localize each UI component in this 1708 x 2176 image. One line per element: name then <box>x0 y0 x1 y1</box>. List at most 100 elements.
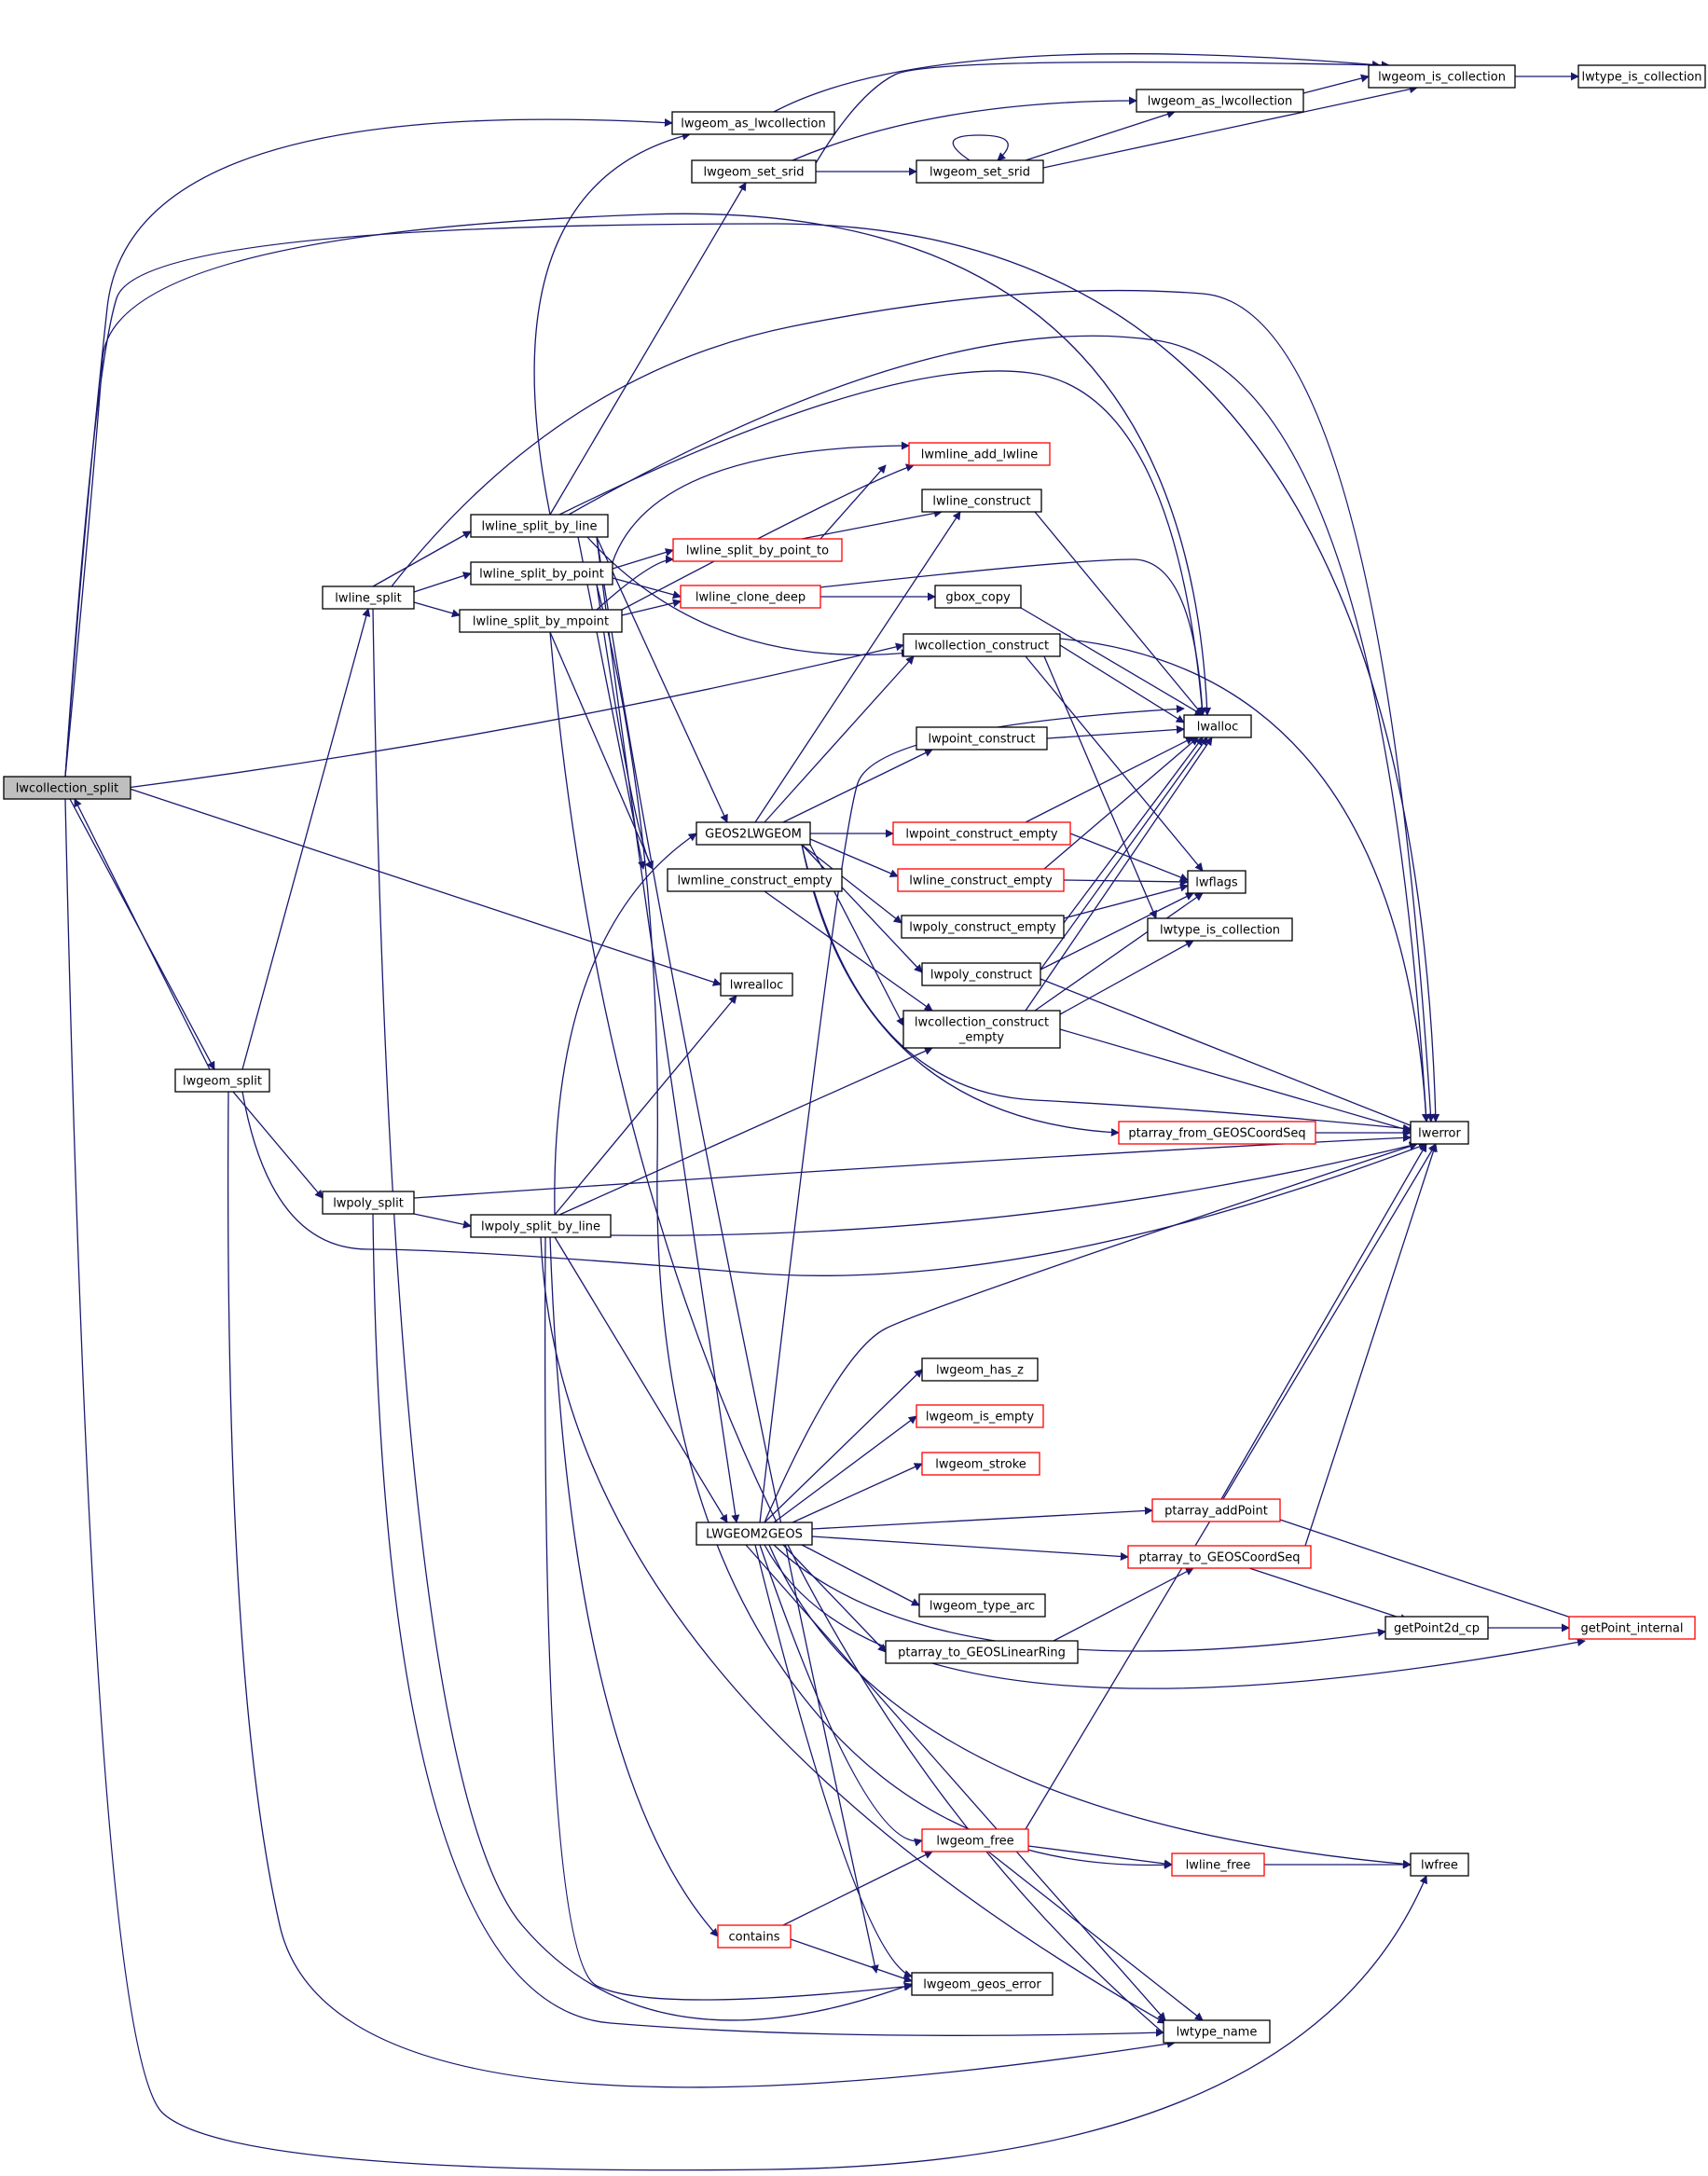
node-lwline_construct[interactable]: lwline_construct <box>921 489 1042 513</box>
edge-lwgeom_set_srid_b-to-lwgeom_set_srid_b <box>952 134 1009 161</box>
node-lwgeom_set_srid_b[interactable]: lwgeom_set_srid <box>916 159 1044 184</box>
node-lwpoint_construct_empty[interactable]: lwpoint_construct_empty <box>892 821 1071 846</box>
edge-LWGEOM2GEOS-to-getPoint_internal <box>764 1544 1586 1689</box>
node-ptarray_to_GEOSCoordSeq[interactable]: ptarray_to_GEOSCoordSeq <box>1127 1545 1312 1569</box>
node-box-lwgeom_set_srid_b <box>916 159 1044 184</box>
node-lwgeom_as_lwcollection_a[interactable]: lwgeom_as_lwcollection <box>671 111 835 135</box>
edge-lwline_split-to-lwerror <box>391 289 1435 1122</box>
edge-lwgeom_free-to-lwerror <box>1025 1143 1437 1830</box>
node-lwpoly_construct_empty[interactable]: lwpoly_construct_empty <box>901 915 1065 939</box>
node-lwgeom_has_z[interactable]: lwgeom_has_z <box>921 1357 1039 1382</box>
node-label-lwgeom_free: lwgeom_free <box>936 1835 1013 1849</box>
edge-LWGEOM2GEOS-to-ptarray_to_GEOSLinearRing <box>782 1544 887 1653</box>
call-edges <box>64 53 1586 2171</box>
node-lwflags[interactable]: lwflags <box>1187 870 1247 894</box>
node-lwpoint_construct[interactable]: lwpoint_construct <box>916 726 1048 751</box>
node-label-lwpoint_construct: lwpoint_construct <box>929 733 1036 747</box>
node-lwcollection_construct[interactable]: lwcollection_construct <box>902 633 1061 657</box>
node-lwtype_is_collection_top[interactable]: lwtype_is_collection <box>1577 64 1706 89</box>
edge-GEOS2LWGEOM-to-lwline_construct_empty <box>809 838 899 877</box>
node-label-lwline_clone_deep: lwline_clone_deep <box>696 591 806 605</box>
node-lwgeom_type_arc[interactable]: lwgeom_type_arc <box>918 1593 1046 1618</box>
node-label-lwline_split_by_mpoint: lwline_split_by_mpoint <box>473 615 609 629</box>
edge-lwline_split_by_point-to-lwline_free <box>596 584 1173 1869</box>
node-contains[interactable]: contains <box>717 1924 792 1949</box>
node-lwline_free[interactable]: lwline_free <box>1171 1852 1265 1877</box>
edge-ptarray_addPoint-to-getPoint_internal <box>1279 1519 1586 1624</box>
node-lwtype_is_collection[interactable]: lwtype_is_collection <box>1147 917 1293 942</box>
edge-lwgeom_free-to-lwtype_name <box>987 1851 1204 2021</box>
node-lwrealloc[interactable]: lwrealloc <box>720 972 793 997</box>
node-getPoint_internal[interactable]: getPoint_internal <box>1568 1616 1696 1640</box>
node-lwmline_construct_empty[interactable]: lwmline_construct_empty <box>667 868 843 892</box>
node-lwline_clone_deep[interactable]: lwline_clone_deep <box>680 585 821 609</box>
node-label-lwpoly_split: lwpoly_split <box>333 1197 404 1211</box>
node-lwcollection_construct_empty[interactable]: lwcollection_construct_empty <box>902 1010 1061 1049</box>
node-box-lwgeom_as_lwcollection_a <box>671 111 835 135</box>
node-lwalloc[interactable]: lwalloc <box>1183 714 1252 738</box>
node-label-lwpoly_construct_empty: lwpoly_construct_empty <box>909 921 1056 935</box>
edge-lwcollection_construct-to-lwalloc <box>1059 644 1185 723</box>
node-label-ptarray_from_GEOSCoordSeq: ptarray_from_GEOSCoordSeq <box>1128 1127 1305 1141</box>
node-ptarray_addPoint[interactable]: ptarray_addPoint <box>1151 1498 1281 1522</box>
node-lwgeom_set_srid_a[interactable]: lwgeom_set_srid <box>691 159 817 184</box>
node-box-lwline_split_by_line <box>470 514 609 538</box>
edge-lwline_split-to-lwline_split_by_point <box>413 572 472 593</box>
node-box-lwpoint_construct_empty <box>892 821 1071 846</box>
node-lwmline_add_lwline[interactable]: lwmline_add_lwline <box>908 442 1051 466</box>
node-lwpoly_construct[interactable]: lwpoly_construct <box>921 962 1041 986</box>
edge-lwline_split_by_point-to-lwmline_add_lwline <box>612 441 910 563</box>
node-lwgeom_split[interactable]: lwgeom_split <box>174 1068 270 1093</box>
node-lwpoly_split[interactable]: lwpoly_split <box>322 1191 415 1215</box>
node-label-gbox_copy: gbox_copy <box>945 591 1011 605</box>
node-box-lwcollection_construct <box>902 633 1061 657</box>
edge-LWGEOM2GEOS-to-lwtype_name <box>745 1544 1166 2021</box>
edge-lwcollection_construct_empty-to-lwerror <box>1059 1028 1412 1134</box>
edge-lwpoly_construct-to-lwerror <box>1040 978 1418 1130</box>
node-lwline_construct_empty[interactable]: lwline_construct_empty <box>897 868 1065 892</box>
node-lwline_split_by_point_to[interactable]: lwline_split_by_point_to <box>672 538 843 562</box>
node-lwline_split_by_point[interactable]: lwline_split_by_point <box>470 561 613 585</box>
edge-lwline_split_by_mpoint-to-lwtype_name <box>549 631 1176 2044</box>
node-getPoint2d_cp[interactable]: getPoint2d_cp <box>1384 1616 1489 1640</box>
node-lwgeom_stroke[interactable]: lwgeom_stroke <box>921 1452 1040 1476</box>
node-lwcollection_split[interactable]: lwcollection_split <box>3 776 131 800</box>
node-box-contains <box>717 1924 792 1949</box>
node-box-ptarray_to_GEOSCoordSeq <box>1127 1545 1312 1569</box>
node-lwgeom_free[interactable]: lwgeom_free <box>921 1828 1029 1852</box>
node-lwgeom_is_empty[interactable]: lwgeom_is_empty <box>916 1404 1044 1428</box>
edge-lwpoly_split-to-lwerror <box>413 1133 1412 1199</box>
node-gbox_copy[interactable]: gbox_copy <box>934 585 1022 609</box>
node-label-contains: contains <box>728 1931 779 1945</box>
node-box-LWGEOM2GEOS <box>696 1522 813 1546</box>
node-lwline_split[interactable]: lwline_split <box>322 585 415 610</box>
edge-lwline_split_by_line-to-LWGEOM2GEOS <box>596 536 740 1523</box>
node-lwerror[interactable]: lwerror <box>1410 1121 1469 1145</box>
node-lwgeom_is_collection[interactable]: lwgeom_is_collection <box>1368 64 1516 89</box>
node-GEOS2LWGEOM[interactable]: GEOS2LWGEOM <box>696 821 811 846</box>
node-box-lwline_free <box>1171 1852 1265 1877</box>
node-lwline_split_by_line[interactable]: lwline_split_by_line <box>470 514 609 538</box>
edge-lwline_split_by_point-to-lwline_split_by_point_to <box>612 548 674 570</box>
node-ptarray_to_GEOSLinearRing[interactable]: ptarray_to_GEOSLinearRing <box>885 1640 1079 1664</box>
edge-lwpoly_split-to-lwtype_name <box>372 1213 1164 2037</box>
node-lwtype_name[interactable]: lwtype_name <box>1163 2019 1271 2044</box>
edge-lwmline_construct_empty-to-lwcollection_construct_empty <box>764 890 933 1012</box>
node-label-lwgeom_as_lwcollection_a: lwgeom_as_lwcollection <box>681 117 825 131</box>
node-lwgeom_geos_error[interactable]: lwgeom_geos_error <box>911 1972 1054 1996</box>
node-box-lwalloc <box>1183 714 1252 738</box>
edge-lwline_split_by_point_to-to-lwmline_add_lwline <box>820 464 887 540</box>
edge-lwcollection_split-to-lwgeom_as_lwcollection_a <box>64 118 673 778</box>
node-lwgeom_as_lwcollection_b[interactable]: lwgeom_as_lwcollection <box>1136 89 1304 113</box>
node-lwline_split_by_mpoint[interactable]: lwline_split_by_mpoint <box>459 609 623 633</box>
node-box-lwline_construct_empty <box>897 868 1065 892</box>
node-box-ptarray_addPoint <box>1151 1498 1281 1522</box>
edge-lwpoint_construct_empty-to-lwalloc <box>1025 737 1194 823</box>
node-lwfree[interactable]: lwfree <box>1410 1852 1469 1877</box>
node-ptarray_from_GEOSCoordSeq[interactable]: ptarray_from_GEOSCoordSeq <box>1118 1121 1316 1145</box>
node-lwpoly_split_by_line[interactable]: lwpoly_split_by_line <box>470 1214 612 1238</box>
node-label-lwline_split_by_point: lwline_split_by_point <box>479 568 604 582</box>
edge-lwline_split_by_mpoint-to-lwline_clone_deep <box>621 599 682 616</box>
node-LWGEOM2GEOS[interactable]: LWGEOM2GEOS <box>696 1522 813 1546</box>
